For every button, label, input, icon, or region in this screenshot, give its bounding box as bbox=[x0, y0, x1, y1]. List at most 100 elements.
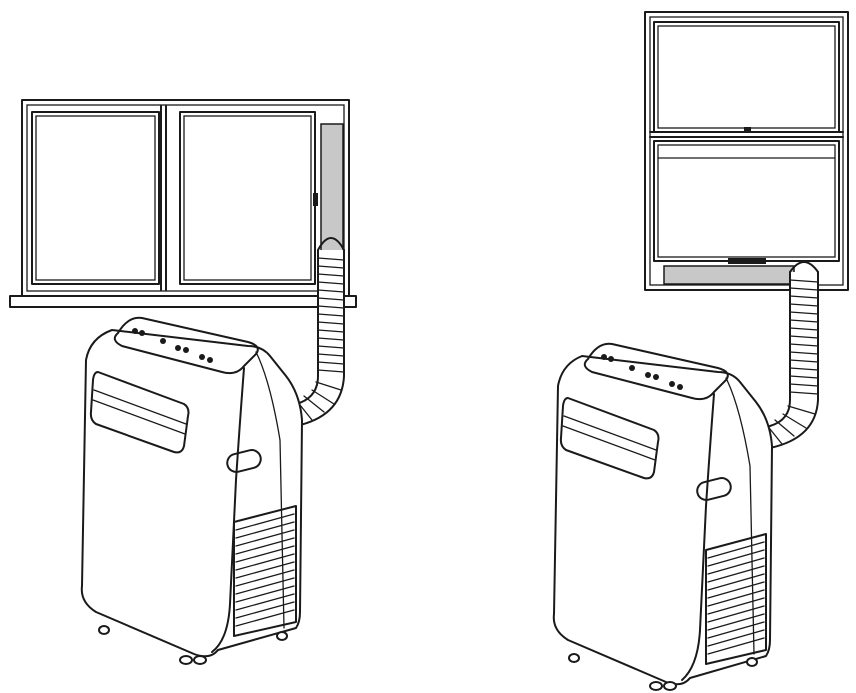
texture-line bbox=[789, 319, 819, 323]
caster-wheels bbox=[98, 625, 288, 665]
texture-line bbox=[235, 537, 295, 555]
control-button-icon bbox=[601, 354, 607, 360]
hose-ribs bbox=[289, 257, 345, 425]
texture-line bbox=[789, 375, 819, 379]
texture-line bbox=[789, 343, 819, 347]
control-button-icon bbox=[669, 381, 675, 387]
control-button-icon bbox=[608, 356, 614, 362]
sliding-window bbox=[9, 99, 357, 308]
window-kit-panel bbox=[663, 265, 795, 285]
texture-line bbox=[707, 621, 765, 639]
air-outlet-louvres bbox=[89, 371, 190, 454]
texture-line bbox=[317, 273, 345, 277]
texture-line bbox=[707, 541, 765, 559]
texture-line bbox=[789, 311, 819, 315]
window-lock-icon bbox=[744, 127, 751, 132]
texture-line bbox=[303, 395, 325, 413]
sash-handle-icon bbox=[728, 258, 766, 264]
portable-air-conditioner bbox=[552, 342, 773, 691]
control-panel bbox=[132, 328, 213, 363]
texture-line bbox=[782, 413, 807, 429]
texture-line bbox=[317, 297, 345, 301]
texture-line bbox=[317, 281, 345, 285]
control-button-icon bbox=[207, 357, 213, 363]
control-button-icon bbox=[677, 384, 683, 390]
texture-line bbox=[317, 329, 345, 333]
texture-line bbox=[707, 629, 765, 647]
texture-line bbox=[235, 513, 295, 531]
texture-line bbox=[774, 419, 795, 437]
window-latch-icon bbox=[313, 193, 318, 206]
texture-line bbox=[789, 351, 819, 355]
texture-line bbox=[707, 581, 765, 599]
air-outlet-louvres bbox=[559, 397, 660, 480]
texture-line bbox=[707, 605, 765, 623]
texture-line bbox=[787, 405, 816, 415]
texture-line bbox=[235, 545, 295, 563]
texture-line bbox=[235, 569, 295, 587]
portable-air-conditioner bbox=[80, 316, 303, 665]
texture-line bbox=[707, 637, 765, 655]
texture-line bbox=[311, 389, 335, 405]
hose-ribs bbox=[759, 279, 819, 449]
texture-line bbox=[317, 321, 345, 325]
texture-line bbox=[317, 305, 345, 309]
carry-handle bbox=[696, 477, 732, 501]
texture-line bbox=[317, 353, 345, 357]
control-button-icon bbox=[139, 330, 145, 336]
control-button-icon bbox=[645, 372, 651, 378]
texture-line bbox=[707, 565, 765, 583]
texture-line bbox=[789, 295, 819, 299]
texture-line bbox=[789, 327, 819, 331]
texture-line bbox=[789, 335, 819, 339]
texture-line bbox=[317, 313, 345, 317]
texture-line bbox=[317, 265, 345, 269]
texture-line bbox=[707, 613, 765, 631]
texture-line bbox=[235, 577, 295, 595]
texture-line bbox=[707, 573, 765, 591]
control-button-icon bbox=[183, 347, 189, 353]
hung-window-installation bbox=[552, 11, 849, 691]
texture-line bbox=[707, 549, 765, 567]
texture-line bbox=[789, 279, 819, 283]
window-sill bbox=[9, 295, 357, 308]
control-button-icon bbox=[160, 338, 166, 344]
texture-line bbox=[789, 287, 819, 291]
texture-line bbox=[789, 367, 819, 371]
control-button-icon bbox=[629, 365, 635, 371]
texture-line bbox=[789, 303, 819, 307]
texture-line bbox=[317, 345, 345, 349]
carry-handle bbox=[226, 449, 262, 473]
texture-line bbox=[789, 383, 819, 387]
texture-line bbox=[315, 381, 342, 391]
texture-line bbox=[235, 609, 295, 627]
caster-wheels bbox=[568, 653, 758, 691]
texture-line bbox=[235, 585, 295, 603]
texture-line bbox=[235, 529, 295, 547]
texture-line bbox=[235, 593, 295, 611]
texture-line bbox=[235, 561, 295, 579]
rear-grille bbox=[233, 505, 297, 637]
control-button-icon bbox=[653, 374, 659, 380]
texture-line bbox=[707, 557, 765, 575]
texture-line bbox=[317, 369, 345, 373]
texture-line bbox=[317, 257, 345, 261]
rear-grille bbox=[705, 533, 767, 665]
sliding-window-installation bbox=[9, 99, 357, 665]
texture-line bbox=[789, 359, 819, 363]
texture-line bbox=[235, 521, 295, 539]
control-button-icon bbox=[175, 345, 181, 351]
hung-window bbox=[644, 11, 849, 291]
texture-line bbox=[235, 553, 295, 571]
texture-line bbox=[707, 597, 765, 615]
control-button-icon bbox=[132, 328, 138, 334]
texture-line bbox=[317, 361, 345, 365]
texture-line bbox=[707, 589, 765, 607]
control-panel bbox=[601, 354, 683, 390]
control-button-icon bbox=[199, 354, 205, 360]
texture-line bbox=[789, 391, 819, 395]
texture-line bbox=[235, 601, 295, 619]
texture-line bbox=[317, 337, 345, 341]
